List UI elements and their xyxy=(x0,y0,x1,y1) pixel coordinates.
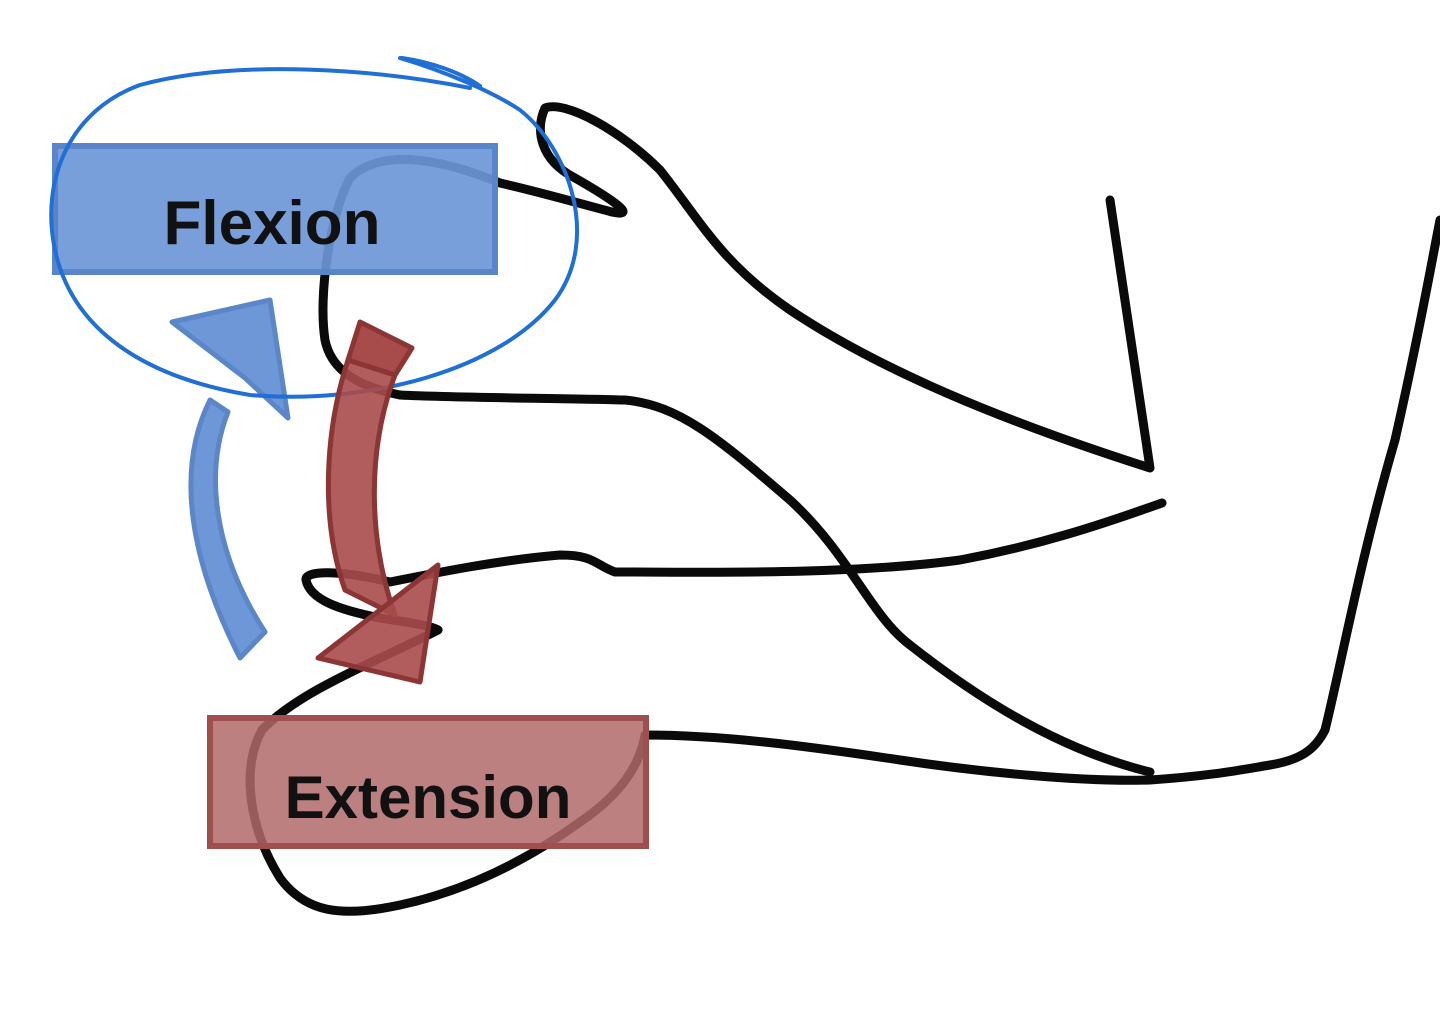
curved-arrow-up-icon xyxy=(169,297,291,661)
flexion-label-box: Flexion xyxy=(52,143,498,275)
middle-foot-outline xyxy=(301,498,1167,635)
extension-box xyxy=(207,715,649,849)
shin-outline xyxy=(395,390,1155,777)
curved-arrow-down-icon xyxy=(315,319,441,685)
flexion-label: Flexion xyxy=(163,189,380,258)
flexion-circle-annotation xyxy=(49,56,579,399)
upper-foot-outline xyxy=(495,102,1155,473)
extension-label: Extension xyxy=(285,764,572,831)
extension-label-box: Extension xyxy=(207,715,649,849)
lower-foot-outline xyxy=(245,215,1440,916)
flexion-box xyxy=(52,143,498,275)
